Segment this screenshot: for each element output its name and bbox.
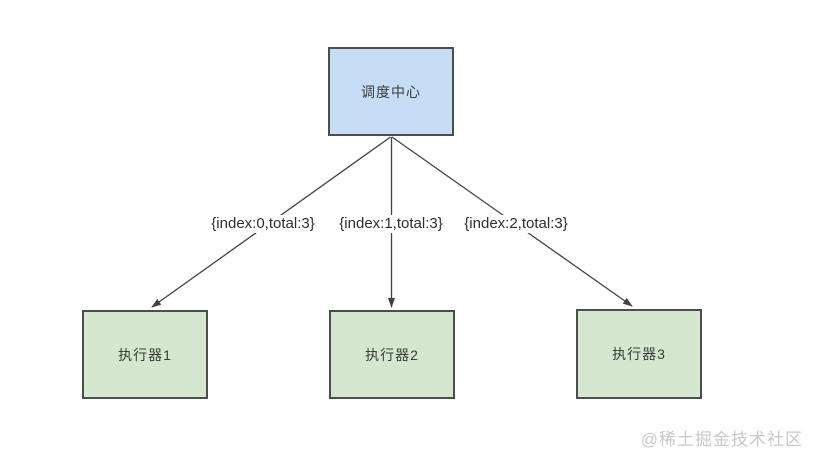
node-scheduler: 调度中心 xyxy=(328,47,454,136)
watermark: @稀土掘金技术社区 xyxy=(640,430,803,449)
node-executor-1-label: 执行器1 xyxy=(118,346,172,363)
node-executor-2-label: 执行器2 xyxy=(365,346,419,363)
edge-label-shard-2: {index:2,total:3} xyxy=(462,215,570,233)
node-executor-1: 执行器1 xyxy=(82,310,208,399)
node-executor-3-label: 执行器3 xyxy=(612,346,666,362)
node-executor-3: 执行器3 xyxy=(576,309,702,399)
node-executor-2: 执行器2 xyxy=(329,310,455,399)
edge-label-shard-1: {index:1,total:3} xyxy=(337,215,445,233)
edge-label-shard-0: {index:0,total:3} xyxy=(209,215,317,233)
node-scheduler-label: 调度中心 xyxy=(361,83,421,100)
